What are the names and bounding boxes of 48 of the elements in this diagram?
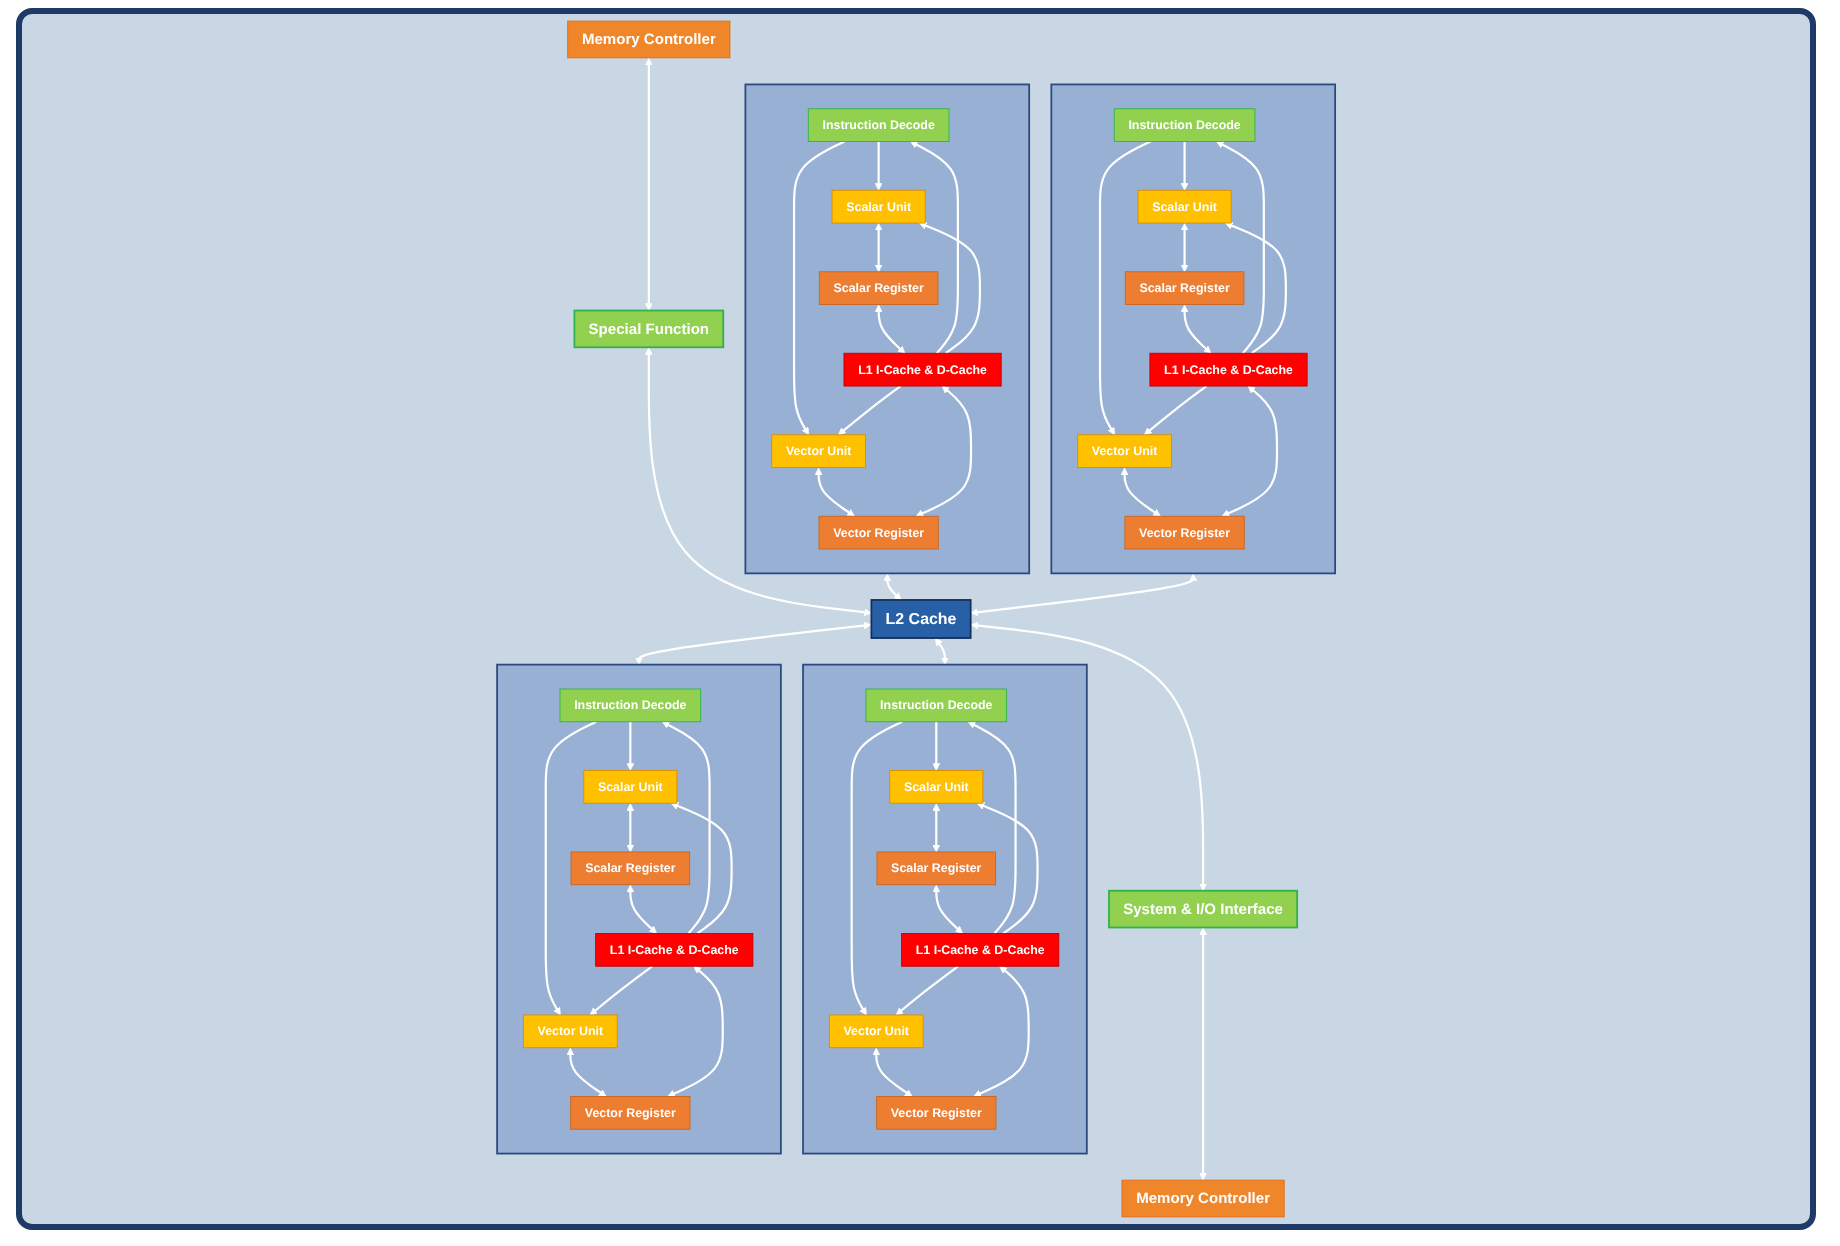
arrow	[792, 140, 845, 436]
arrow	[544, 720, 597, 1016]
arrow	[1216, 141, 1265, 354]
arrow	[644, 57, 653, 311]
arrow	[634, 621, 872, 665]
arrow	[934, 638, 949, 665]
arrow	[883, 573, 902, 601]
arrow	[1221, 385, 1278, 517]
cluster	[1050, 83, 1336, 575]
arrow	[915, 385, 973, 517]
arrow	[837, 385, 902, 436]
arrow	[976, 802, 1039, 935]
arrow	[932, 721, 941, 771]
arrow	[970, 573, 1197, 617]
cluster	[802, 663, 1088, 1155]
arrow	[589, 965, 653, 1016]
arrow	[1180, 223, 1189, 273]
arrow	[814, 467, 855, 517]
arrow	[874, 141, 883, 191]
arrow	[1180, 304, 1212, 354]
arrow	[1180, 141, 1189, 191]
arrow	[932, 884, 963, 934]
arrow	[967, 721, 1017, 935]
arrow	[872, 1047, 913, 1097]
arrow	[667, 965, 724, 1098]
arrow	[1143, 385, 1208, 436]
arrow	[644, 347, 872, 617]
arrow	[566, 1047, 607, 1097]
arrow	[895, 965, 959, 1016]
cluster	[496, 663, 782, 1155]
arrow	[1199, 927, 1207, 1181]
arrow	[1120, 467, 1161, 517]
arrow	[626, 803, 635, 853]
arrow	[661, 721, 711, 935]
arrow	[932, 803, 941, 853]
arrow	[1098, 140, 1151, 436]
arrow	[918, 222, 981, 355]
arrow	[874, 304, 906, 354]
arrow	[973, 965, 1030, 1098]
arrow	[1224, 222, 1287, 355]
arrow	[910, 141, 959, 354]
arrow	[670, 802, 733, 935]
arrow	[626, 721, 635, 771]
arrow	[970, 621, 1207, 892]
arrow	[874, 223, 883, 273]
arrow	[626, 884, 657, 934]
cluster	[744, 83, 1030, 575]
arrow	[850, 720, 903, 1016]
